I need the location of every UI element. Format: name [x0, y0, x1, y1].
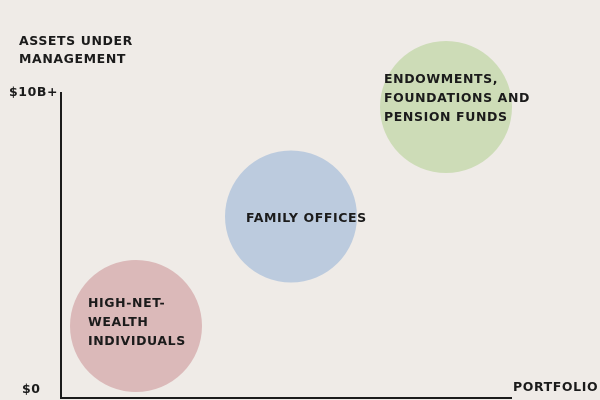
x-axis-label: PORTFOLIO [513, 379, 598, 394]
bubble-family-offices [225, 150, 357, 283]
y-tick-label-max: $10B+ [9, 84, 58, 99]
bubble-label-high-net-wealth-individuals-line-2: WEALTH [88, 314, 149, 329]
bubble-label-high-net-wealth-individuals-line-1: HIGH-NET- [88, 295, 165, 310]
bubble-label-family-offices-line-1: FAMILY OFFICES [246, 210, 367, 225]
bubble-layer: HIGH-NET- WEALTH INDIVIDUALS FAMILY OFFICES… [70, 41, 530, 392]
y-axis-label-line-1: ASSETS UNDER [19, 33, 133, 48]
bubble-label-high-net-wealth-individuals-line-3: INDIVIDUALS [88, 333, 186, 348]
bubble-endowments-foundations-pension-funds [380, 41, 512, 173]
y-axis-label-line-2: MANAGEMENT [19, 51, 126, 66]
bubble-label-endowments-foundations-pension-funds-line-1: ENDOWMENTS, [384, 71, 498, 86]
y-tick-label-min: $0 [22, 381, 41, 396]
bubble-high-net-wealth-individuals [70, 260, 202, 392]
bubble-label-endowments-foundations-pension-funds-line-2: FOUNDATIONS AND [384, 90, 530, 105]
bubble-label-endowments-foundations-pension-funds-line-3: PENSION FUNDS [384, 109, 508, 124]
